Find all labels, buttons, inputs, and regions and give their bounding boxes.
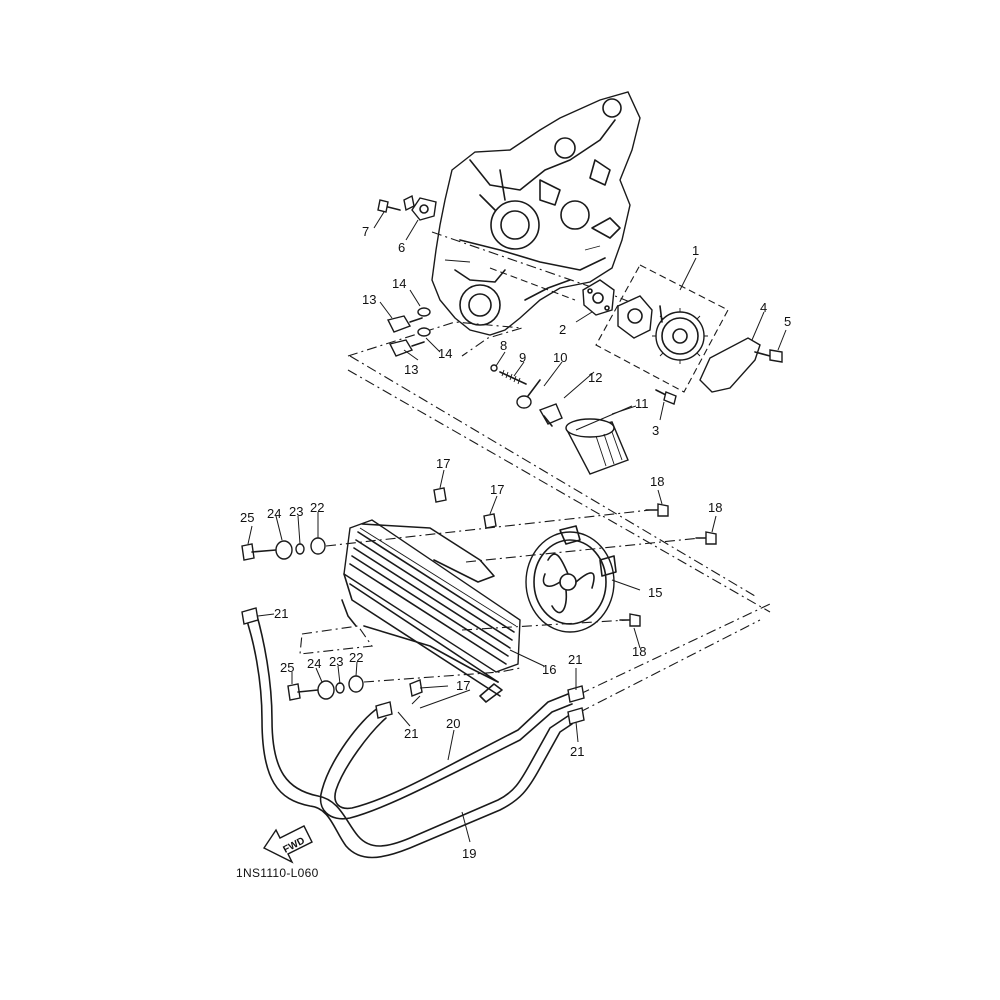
callout-17-b: 17 xyxy=(490,482,504,497)
assembly-line-cooler-lower xyxy=(363,667,521,683)
bolt-part-5 xyxy=(754,349,783,363)
callout-21-b: 21 xyxy=(404,726,418,741)
assembly-line-fan xyxy=(461,619,629,631)
callout-13-lower: 13 xyxy=(404,362,418,377)
hose-clamp-part-21-b xyxy=(375,701,393,719)
leader-lines xyxy=(247,211,787,843)
washer-part-14-upper xyxy=(417,307,431,317)
union-bolt-part-12 xyxy=(538,403,563,427)
crankcase xyxy=(431,91,641,336)
ball-part-8 xyxy=(490,364,498,372)
collar-part-23-lower xyxy=(335,682,345,694)
bolt-part-18-b xyxy=(695,531,717,545)
callout-14-lower: 14 xyxy=(438,346,452,361)
callout-24-upper: 24 xyxy=(267,506,281,521)
clip-part-17-a xyxy=(433,487,447,503)
oil-pump-assembly-box xyxy=(595,264,729,393)
callout-1: 1 xyxy=(692,243,699,258)
fwd-direction-arrow: FWD xyxy=(262,825,313,864)
washer-part-14-lower xyxy=(417,327,431,337)
callout-23-upper: 23 xyxy=(289,504,303,519)
assembly-line-hose-right-2 xyxy=(349,355,756,597)
hose-clamp-part-21-c xyxy=(567,685,585,703)
callout-5: 5 xyxy=(784,314,791,329)
clip-part-17-b xyxy=(483,513,497,529)
spring-part-9 xyxy=(499,369,527,385)
callout-11: 11 xyxy=(635,396,649,411)
assembly-line-hose-left xyxy=(299,625,373,655)
fitting-part-13-lower xyxy=(388,339,425,357)
oil-cooler-part-16 xyxy=(341,519,521,703)
oil-pump-part-1 xyxy=(617,295,708,364)
callout-8: 8 xyxy=(500,338,507,353)
callout-24-lower: 24 xyxy=(307,656,321,671)
callout-9: 9 xyxy=(519,350,526,365)
callout-15: 15 xyxy=(648,585,662,600)
damper-part-24-upper xyxy=(275,540,293,560)
assembly-line-hose-right xyxy=(347,369,771,613)
fitting-part-6 xyxy=(403,194,437,221)
callout-12: 12 xyxy=(588,370,602,385)
callout-21-a: 21 xyxy=(274,606,288,621)
callout-18-b: 18 xyxy=(708,500,722,515)
collar-part-23-upper xyxy=(295,543,305,555)
diagram-code: 1NS1110-L060 xyxy=(236,866,319,880)
callout-21-d: 21 xyxy=(570,744,584,759)
oil-hose-part-20 xyxy=(319,693,573,820)
assembly-line-cooler-upper xyxy=(325,509,651,547)
bolt-part-3 xyxy=(655,389,677,405)
callout-10: 10 xyxy=(553,350,567,365)
grommet-part-22-upper xyxy=(310,537,326,555)
callout-17-c: 17 xyxy=(456,678,470,693)
callout-17-a: 17 xyxy=(436,456,450,471)
callout-25-upper: 25 xyxy=(240,510,254,525)
callout-7: 7 xyxy=(362,224,369,239)
callout-21-c: 21 xyxy=(568,652,582,667)
callout-6: 6 xyxy=(398,240,405,255)
clip-part-17-c xyxy=(409,679,423,697)
assembly-line-hose-clamps xyxy=(579,603,771,713)
bolt-part-25-upper xyxy=(241,543,277,561)
callout-18-a: 18 xyxy=(650,474,664,489)
callout-13-upper: 13 xyxy=(362,292,376,307)
callout-19: 19 xyxy=(462,846,476,861)
callout-3: 3 xyxy=(652,423,659,438)
damper-part-24-lower xyxy=(317,680,335,700)
callout-22-lower: 22 xyxy=(349,650,363,665)
bolt-part-7 xyxy=(377,199,401,213)
hose-clamp-part-21-a xyxy=(241,607,259,625)
callout-4: 4 xyxy=(760,300,767,315)
callout-25-lower: 25 xyxy=(280,660,294,675)
oil-hose-part-19 xyxy=(243,611,573,859)
gasket-part-2 xyxy=(582,279,615,316)
callout-14-upper: 14 xyxy=(392,276,406,291)
fitting-part-13-upper xyxy=(386,315,423,333)
cover-part-4 xyxy=(699,337,761,393)
callout-16: 16 xyxy=(542,662,556,677)
callouts: 1 2 3 4 5 6 7 8 9 10 11 12 13 13 14 14 1… xyxy=(240,224,791,861)
hose-clamp-part-21-d xyxy=(567,707,585,725)
callout-20: 20 xyxy=(446,716,460,731)
bolt-part-25-lower xyxy=(287,683,319,701)
callout-2: 2 xyxy=(559,322,566,337)
callout-18-c: 18 xyxy=(632,644,646,659)
grommet-part-22-lower xyxy=(348,675,364,693)
relief-valve-part-10 xyxy=(516,379,541,409)
callout-22-upper: 22 xyxy=(310,500,324,515)
oil-filter-part-11 xyxy=(565,418,629,475)
assembly-line-gasket xyxy=(489,267,576,301)
callout-23-lower: 23 xyxy=(329,654,343,669)
fan-part-15 xyxy=(525,525,617,633)
